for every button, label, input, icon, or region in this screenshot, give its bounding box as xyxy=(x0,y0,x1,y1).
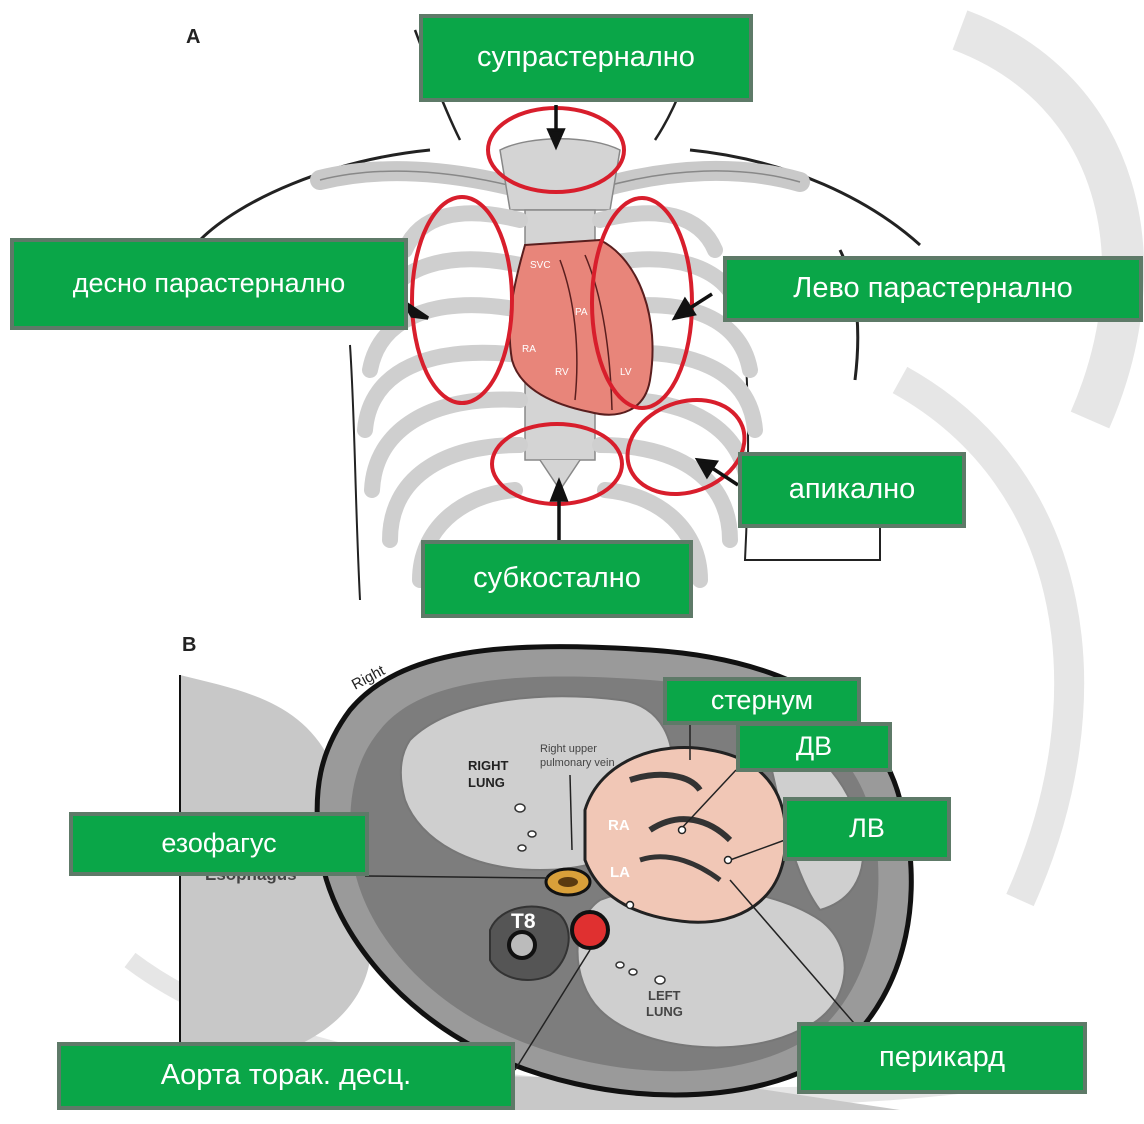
right-lung-text-2: LUNG xyxy=(468,775,505,790)
subcostal-label: субкостално xyxy=(421,540,693,618)
t8-text: T8 xyxy=(511,910,536,933)
upper-vein-text-2: pulmonary vein xyxy=(540,757,615,769)
heart-svc-text: SVC xyxy=(530,260,551,271)
apical-label: апикално xyxy=(738,452,966,528)
upper-vein-text-1: Right upper xyxy=(540,743,597,755)
left-lung-text-2: LUNG xyxy=(646,1004,683,1019)
sternum-label: стернум xyxy=(663,677,861,725)
la-text: LA xyxy=(610,864,630,881)
lv-label: ЛВ xyxy=(783,797,951,861)
panel-letter-a: A xyxy=(186,26,200,49)
heart-rv-text: RV xyxy=(555,367,569,378)
panel-letter-b: B xyxy=(182,634,196,657)
esophagus-label: езофагус xyxy=(69,812,369,876)
rv-label: ДВ xyxy=(736,722,892,772)
right-parasternal-label: десно парастернално xyxy=(10,238,408,330)
pericardium-label: перикард xyxy=(797,1022,1087,1094)
left-lung-text-1: LEFT xyxy=(648,988,681,1003)
left-parasternal-label: Лево парастернално xyxy=(723,256,1143,322)
suprasternal-label: супрастернално xyxy=(419,14,753,102)
heart-lv-text: LV xyxy=(620,367,632,378)
heart-pa-text: PA xyxy=(575,307,588,318)
aorta-label: Аорта торак. десц. xyxy=(57,1042,515,1110)
right-lung-text-1: RIGHT xyxy=(468,758,509,773)
heart-ra-text: RA xyxy=(522,344,536,355)
ra-text: RA xyxy=(608,817,630,834)
